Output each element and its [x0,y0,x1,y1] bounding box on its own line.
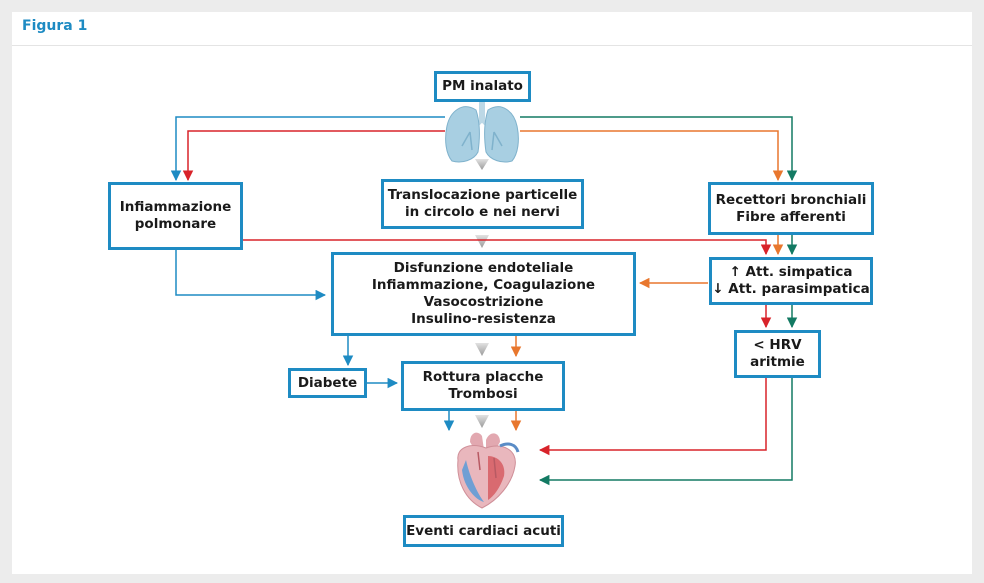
node-eventi-line-1: Eventi cardiaci acuti [406,522,561,539]
gray-arrow-transloc [475,235,489,248]
node-disfunzione-line-4: Insulino-resistenza [411,311,556,327]
node-hrv-line-1: < HRV [753,337,802,353]
node-translocazione: Translocazione particelle in circolo e n… [381,179,584,229]
node-eventi-cardiaci-acuti: Eventi cardiaci acuti [403,515,564,547]
node-disfunzione-line-2: Infiammazione, Coagulazione [371,277,596,293]
node-infiammazione-polmonare: Infiammazione polmonare [108,182,243,250]
node-disfunzione-line-1: Disfunzione endoteliale [393,260,574,276]
node-hrv-line-2: aritmie [750,354,805,370]
green-connectors [520,116,798,486]
node-inflam-line-2: polmonare [134,216,217,232]
gray-arrow-lungs [475,159,489,170]
figure-title: Figura 1 [22,18,88,34]
node-attivita-autonomica: ↑ Att. simpatica ↓ Att. parasimpatica [709,257,873,305]
node-pm-line-1: PM inalato [442,78,523,94]
node-rottura-line-1: Rottura placche [422,369,544,385]
node-pm-inalato: PM inalato [434,71,531,102]
node-diabete: Diabete [288,368,367,398]
lungs-icon [445,101,519,163]
blue-connectors [170,116,455,432]
node-recettori-line-1: Recettori bronchiali [715,191,867,208]
node-inflam-line-1: Infiammazione [119,199,232,215]
title-divider [12,45,972,46]
gray-arrow-rottura [475,415,489,428]
node-hrv-aritmie: < HRV aritmie [734,330,821,378]
node-rottura-placche: Rottura placche Trombosi [401,361,565,411]
node-att-line-2: ↓ Att. parasimpatica [712,281,870,297]
node-disfunzione-line-3: Vasocostrizione [423,294,544,310]
orange-connectors [510,130,784,432]
node-att-line-1: ↑ Att. simpatica [729,264,853,280]
node-recettori-line-2: Fibre afferenti [736,208,846,225]
node-transloc-line-1: Translocazione particelle [387,187,578,203]
red-connectors [182,130,772,456]
heart-icon [457,432,520,509]
node-transloc-line-2: in circolo e nei nervi [405,204,560,220]
node-diabete-line-1: Diabete [297,374,358,391]
node-disfunzione-endoteliale: Disfunzione endoteliale Infiammazione, C… [331,252,636,336]
gray-flow-arrows [475,159,489,428]
node-recettori-bronchiali: Recettori bronchiali Fibre afferenti [708,182,874,235]
gray-arrow-disfunzione [475,343,489,356]
node-rottura-line-2: Trombosi [448,386,518,402]
